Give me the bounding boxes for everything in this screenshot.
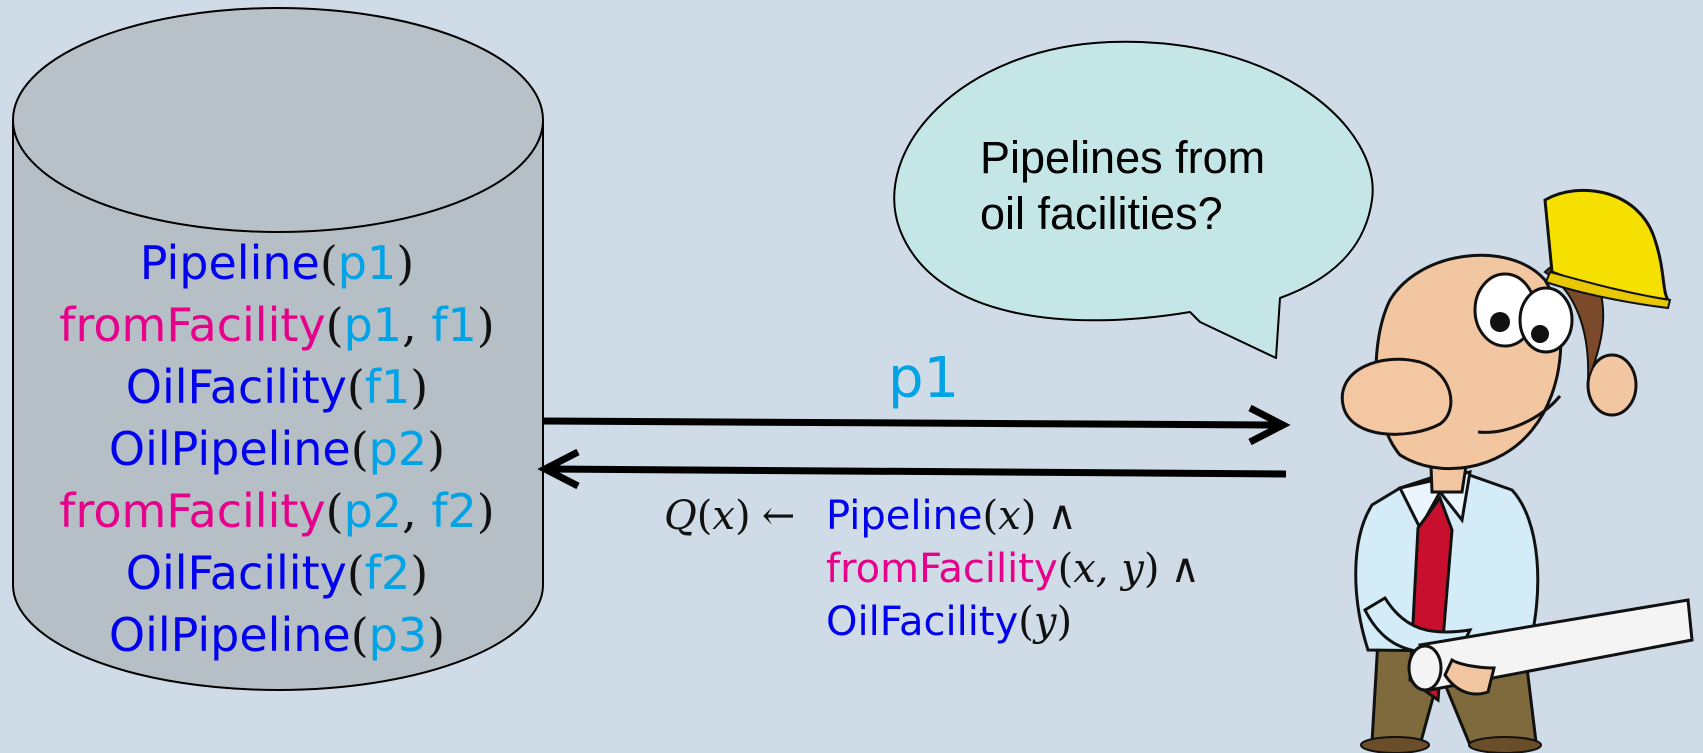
- fact-argument: p1: [337, 236, 397, 290]
- fact-argument: f1: [431, 298, 477, 352]
- query-atom: fromFacility(x, y) ∧: [826, 546, 1200, 592]
- speech-line-2: oil facilities?: [980, 188, 1223, 239]
- fact-predicate: OilPipeline: [108, 608, 351, 662]
- fact-predicate: OilPipeline: [108, 422, 351, 476]
- query-head-name: Q: [664, 493, 697, 539]
- fact-argument: p2: [343, 484, 403, 538]
- fact-row: OilFacility(f2): [125, 546, 429, 600]
- fact-argument: f1: [364, 360, 411, 414]
- fact-argument: p2: [368, 422, 428, 476]
- query-predicate: OilFacility: [826, 599, 1019, 645]
- fact-argument: f2: [431, 484, 477, 538]
- speech-bubble-text: Pipelines from oil facilities?: [980, 130, 1320, 242]
- query-predicate: Pipeline: [826, 493, 983, 539]
- fact-row: fromFacility(p1, f1): [59, 298, 495, 352]
- fact-row: OilPipeline(p3): [108, 608, 446, 662]
- answer-arrow: [542, 404, 1291, 446]
- query-and-symbol: ∧: [1047, 493, 1077, 539]
- fact-argument: f2: [364, 546, 411, 600]
- fact-argument: p1: [343, 298, 403, 352]
- fact-argument: p3: [368, 608, 428, 662]
- speech-line-1: Pipelines from: [980, 132, 1266, 183]
- speech-bubble: [893, 40, 1374, 359]
- engineer-with-hardhat-icon: [1340, 188, 1694, 753]
- query-head: Q(x) ←: [664, 493, 796, 539]
- fact-row: Pipeline(p1): [139, 236, 415, 290]
- query-atom: Pipeline(x) ∧: [826, 493, 1077, 539]
- fact-row: fromFacility(p2, f2): [59, 484, 495, 538]
- fact-row: OilPipeline(p2): [108, 422, 446, 476]
- query-predicate: fromFacility: [826, 546, 1058, 592]
- query-atom: OilFacility(y): [826, 599, 1073, 645]
- fact-predicate: OilFacility: [125, 546, 347, 600]
- fact-predicate: fromFacility: [59, 484, 326, 538]
- query-arrow: [537, 448, 1287, 490]
- query-and-symbol: ∧: [1170, 546, 1200, 592]
- query-arrow-symbol: ←: [761, 493, 796, 539]
- database-cylinder-icon: [12, 7, 544, 691]
- fact-row: OilFacility(f1): [125, 360, 429, 414]
- fact-predicate: Pipeline: [139, 236, 320, 290]
- answer-label: p1: [888, 346, 960, 411]
- fact-predicate: OilFacility: [125, 360, 347, 414]
- fact-predicate: fromFacility: [59, 298, 326, 352]
